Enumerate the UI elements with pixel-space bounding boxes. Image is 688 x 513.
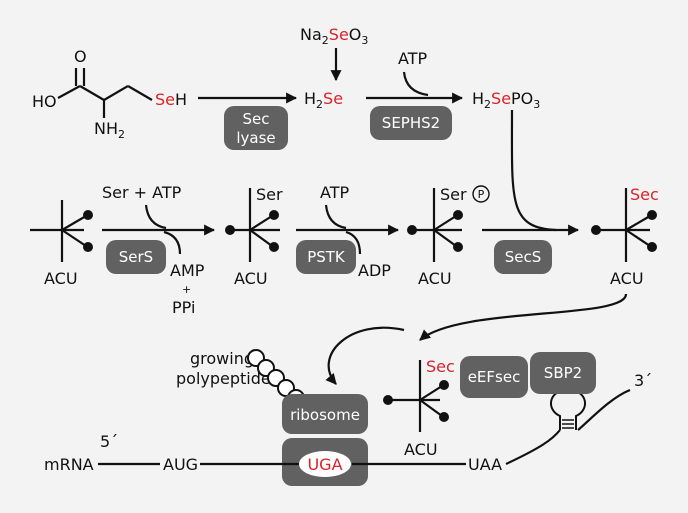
- sbp2-label: SBP2: [544, 364, 582, 382]
- adp-output-curve: [345, 230, 362, 255]
- sec-trna-to-eefsec-curve: [419, 293, 628, 341]
- polypeptide-label: polypeptide: [176, 369, 271, 388]
- selenocysteine-structure: O HO NH2 SeH: [32, 47, 187, 141]
- five-prime-label: 5´: [100, 432, 118, 451]
- sers-label: SerS: [119, 248, 153, 266]
- secis-hairpin: [550, 388, 586, 430]
- svg-text:O: O: [74, 47, 87, 66]
- mrna-strand-4: [505, 429, 561, 465]
- h2se-label: H2Se: [304, 89, 343, 111]
- svg-text:Sec: Sec: [630, 185, 659, 204]
- ser-atp-label: Ser + ATP: [102, 183, 182, 202]
- ribosome-large-subunit: [282, 394, 368, 434]
- svg-text:ACU: ACU: [610, 269, 644, 288]
- svg-text:Sec: Sec: [426, 357, 455, 376]
- pstk-label: PSTK: [307, 248, 346, 266]
- selenophosphate-label: H2SePO3: [472, 89, 540, 111]
- ribosome-label: ribosome: [290, 406, 360, 424]
- sers-box: [106, 240, 166, 274]
- phosphate-circle-icon: [472, 185, 490, 203]
- trna-1: ACU: [30, 200, 93, 288]
- pstk-box: [296, 240, 356, 274]
- aug-codon-label: AUG: [163, 455, 198, 474]
- svg-text:Ser: Ser: [440, 185, 467, 204]
- trna-4: Sec ACU: [591, 185, 659, 288]
- atp-input-curve: [402, 71, 429, 97]
- uga-codon-label: UGA: [307, 455, 342, 474]
- sec-lyase-label-1: Sec: [243, 110, 270, 128]
- sec-lyase-label-2: lyase: [236, 129, 275, 147]
- svg-text:SeH: SeH: [155, 90, 187, 109]
- uga-codon-highlight: [299, 451, 351, 477]
- ser-atp-input-curve: [144, 204, 167, 230]
- mrna-label: mRNA: [44, 455, 94, 474]
- selenophosphate-to-secs-curve: [510, 109, 557, 232]
- amp-label: AMP: [170, 261, 205, 280]
- trna-3: Ser P ACU: [407, 185, 490, 288]
- svg-text:ACU: ACU: [404, 440, 438, 459]
- svg-text:HO: HO: [32, 92, 57, 111]
- sephs2-label: SEPHS2: [382, 114, 440, 132]
- eefsec-box: [460, 356, 528, 398]
- growing-label: growing: [190, 349, 254, 368]
- ppi-label: PPi: [172, 298, 195, 317]
- sbp2-box: [530, 352, 596, 394]
- svg-text:ACU: ACU: [418, 269, 452, 288]
- atp-top-label: ATP: [398, 49, 427, 68]
- eefsec-label: eEFsec: [468, 368, 521, 386]
- svg-text:ACU: ACU: [44, 269, 78, 288]
- atp-pstk-input-curve: [324, 204, 347, 230]
- three-prime-label: 3´: [634, 371, 652, 390]
- plus-label: +: [182, 283, 191, 296]
- svg-text:NH2: NH2: [94, 119, 125, 141]
- mrna-strand-5: [577, 388, 631, 431]
- atp-middle-label: ATP: [320, 183, 349, 202]
- sodium-selenite-label: Na2SeO3: [300, 25, 368, 47]
- svg-text:P: P: [478, 188, 485, 201]
- delivery-to-ribosome-curve: [325, 326, 405, 385]
- secs-label: SecS: [505, 248, 542, 266]
- amp-output-curve: [163, 230, 182, 255]
- sec-lyase-box: [224, 106, 288, 150]
- svg-text:Ser: Ser: [256, 185, 283, 204]
- adp-label: ADP: [358, 261, 391, 280]
- uaa-codon-label: UAA: [468, 455, 502, 474]
- svg-text:ACU: ACU: [234, 269, 268, 288]
- trna-5: Sec ACU: [383, 357, 455, 459]
- secs-box: [494, 240, 552, 274]
- trna-2: Ser ACU: [225, 185, 283, 288]
- sephs2-box: [370, 106, 452, 140]
